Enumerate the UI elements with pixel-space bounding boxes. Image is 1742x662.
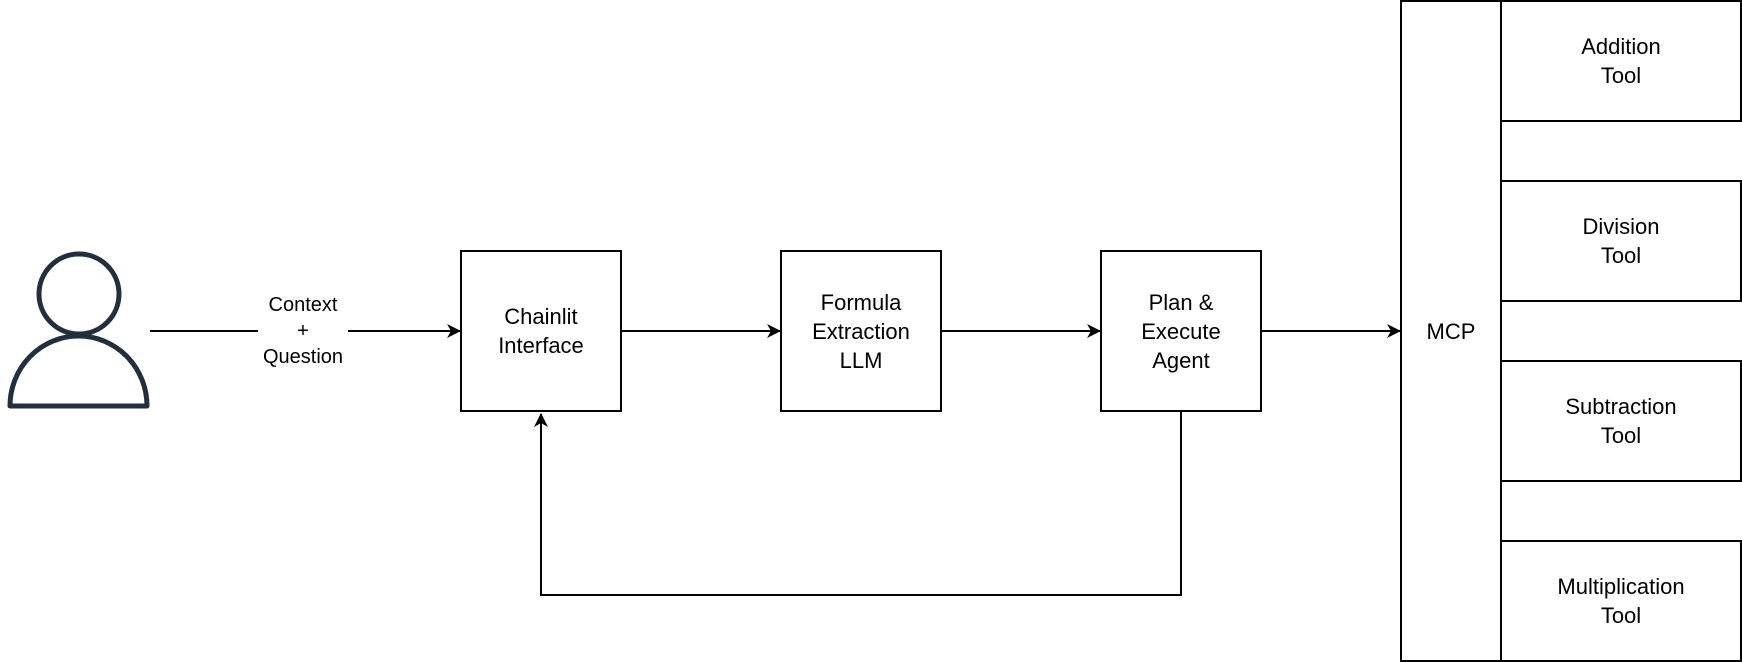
node-chainlit-interface: Chainlit Interface — [460, 250, 622, 412]
node-chainlit-interface-label: Chainlit Interface — [498, 304, 584, 358]
edge-label-context-question: Context + Question — [258, 292, 348, 370]
tool-subtraction-label: Subtraction Tool — [1565, 394, 1677, 448]
node-plan-execute-agent: Plan & Execute Agent — [1100, 250, 1262, 412]
tool-division-label: Division Tool — [1582, 214, 1660, 268]
node-formula-extraction-llm: Formula Extraction LLM — [780, 250, 942, 412]
node-formula-extraction-llm-label: Formula Extraction LLM — [812, 289, 910, 373]
tool-multiplication-label: Multiplication Tool — [1557, 574, 1685, 628]
tool-subtraction: Subtraction Tool — [1500, 360, 1742, 482]
user-icon — [7, 251, 150, 409]
tool-division: Division Tool — [1500, 180, 1742, 302]
node-mcp: MCP — [1400, 0, 1502, 662]
edge-agent-to-interface — [534, 412, 1182, 596]
node-mcp-label: MCP — [1426, 318, 1476, 344]
tool-addition-label: Addition Tool — [1581, 34, 1661, 88]
tool-addition: Addition Tool — [1500, 0, 1742, 122]
node-plan-execute-agent-label: Plan & Execute Agent — [1141, 289, 1221, 373]
tool-multiplication: Multiplication Tool — [1500, 540, 1742, 662]
